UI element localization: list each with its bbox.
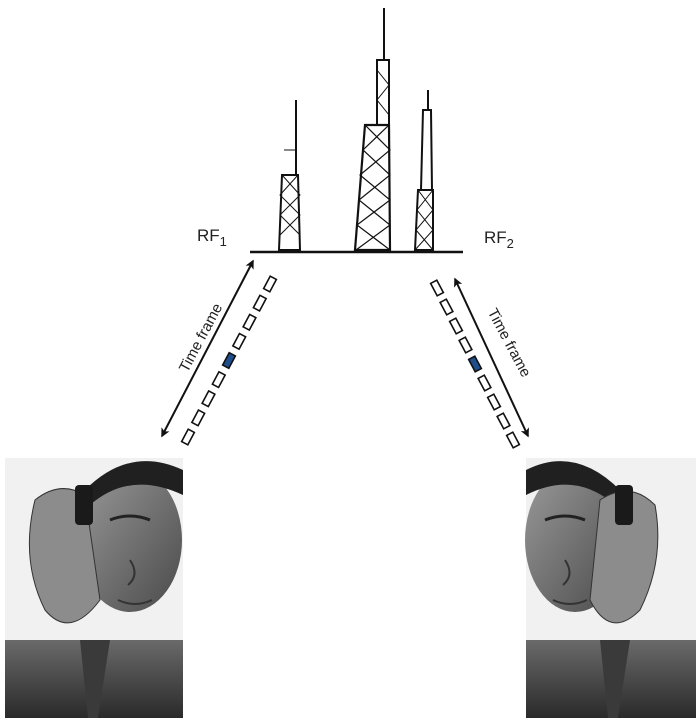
rf1-base: RF: [197, 226, 220, 245]
left-time-slot: [242, 313, 257, 332]
rf2-label: RF2: [484, 228, 514, 251]
rf2-base: RF: [484, 228, 507, 247]
right-time-slot: [496, 412, 511, 430]
rf2-sub: 2: [507, 236, 514, 251]
left-time-slot: [262, 275, 278, 293]
caller-left: [5, 458, 183, 718]
left-time-slot: [190, 408, 206, 427]
right-time-slot: [458, 336, 473, 354]
tower-right: [413, 90, 434, 251]
left-active-time-slot: [221, 351, 237, 370]
tower-center: [353, 8, 392, 252]
tower-left: [277, 100, 302, 251]
left-time-slot: [201, 389, 216, 408]
left-time-slot: [211, 370, 227, 389]
left-time-slot: [231, 332, 247, 351]
radio-tower-icon: [277, 8, 434, 252]
left-time-slot: [180, 428, 196, 446]
rf1-label: RF1: [197, 226, 227, 249]
right-time-slot: [439, 298, 454, 316]
right-slot-chain: [429, 279, 521, 449]
right-time-frame-label: Time frame: [484, 306, 534, 380]
left-slot-chain: [180, 275, 278, 446]
right-time-slot: [477, 374, 492, 392]
right-time-slot: [448, 317, 464, 335]
caller-right: [525, 458, 696, 718]
right-time-slot: [429, 279, 445, 297]
left-double-arrow: [161, 259, 254, 438]
left-time-slot: [252, 294, 268, 313]
right-active-time-slot: [467, 355, 483, 373]
left-link: Time frame: [161, 259, 278, 446]
rf1-sub: 1: [220, 234, 227, 249]
right-link: Time frame: [429, 277, 534, 449]
phone-caller-icon: [5, 458, 696, 718]
right-time-slot: [505, 431, 521, 449]
right-time-slot: [486, 393, 502, 411]
left-time-frame-label: Time frame: [176, 301, 226, 375]
right-double-arrow: [454, 277, 529, 438]
